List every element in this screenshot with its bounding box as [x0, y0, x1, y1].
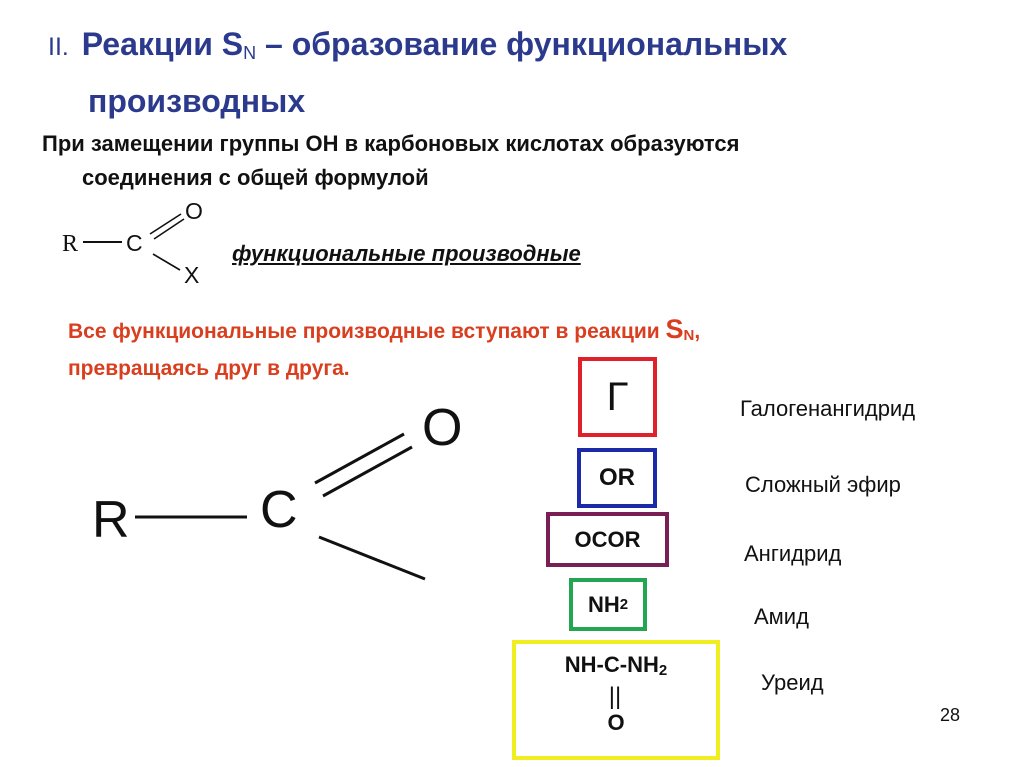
- group-label-amide: NH: [587, 591, 620, 617]
- group-label-halide: Г: [606, 374, 629, 419]
- red-note-text: Все функциональные производные вступают …: [68, 320, 666, 343]
- group-label-anhydride: OCOR: [574, 526, 641, 552]
- big-formula-o: O: [422, 399, 463, 457]
- page-number: 28: [940, 705, 961, 725]
- title-subscript: N: [243, 43, 257, 63]
- group-label-amide-sub: 2: [619, 596, 629, 613]
- group-box-anhydride: OCOR: [546, 512, 669, 567]
- page-title: II. Реакции SN – образование функциональ…: [48, 20, 988, 125]
- group-label-ester: OR: [599, 464, 635, 491]
- small-formula-c: C: [126, 230, 143, 256]
- ureide-formula-sub: 2: [658, 662, 668, 679]
- name-anhydride: Ангидрид: [744, 541, 842, 566]
- big-formula-c: C: [260, 481, 298, 539]
- group-box-ureide: NH-C-NH2 || O: [512, 640, 720, 760]
- small-formula-x: X: [184, 262, 200, 288]
- intro-line1: При замещении группы ОН в карбоновых кис…: [42, 131, 740, 156]
- name-halide: Галогенангидрид: [740, 396, 916, 421]
- ureide-formula: NH-C-NH: [564, 652, 659, 677]
- title-line2: производных: [88, 83, 306, 119]
- red-note-line2: превращаясь друг в друга.: [68, 357, 350, 380]
- ureide-double-bond: ||: [608, 683, 622, 710]
- red-note-n: N: [683, 327, 695, 344]
- title-prefix: Реакции S: [81, 26, 244, 62]
- small-formula-o: O: [185, 198, 203, 224]
- name-amide: Амид: [754, 604, 809, 629]
- name-ureide: Уреид: [761, 670, 824, 695]
- intro-text: При замещении группы ОН в карбоновых кис…: [42, 127, 982, 195]
- group-box-halide: Г: [578, 357, 657, 437]
- section-number: II.: [48, 33, 69, 61]
- red-note-comma: ,: [694, 320, 701, 343]
- small-formula-r: R: [62, 231, 79, 257]
- intro-line2: соединения с общей формулой: [82, 165, 429, 190]
- name-ester: Сложный эфир: [745, 472, 901, 497]
- big-formula-r: R: [92, 491, 130, 549]
- group-label-ureide: NH-C-NH2: [565, 652, 667, 684]
- red-note-line1: Все функциональные производные вступают …: [68, 314, 700, 345]
- ureide-oxygen: O: [607, 710, 625, 735]
- functional-derivatives-label: функциональные производные: [232, 241, 581, 266]
- group-box-ester: OR: [577, 448, 657, 508]
- title-suffix: – образование функциональных: [256, 26, 788, 62]
- red-note-s: S: [665, 314, 684, 344]
